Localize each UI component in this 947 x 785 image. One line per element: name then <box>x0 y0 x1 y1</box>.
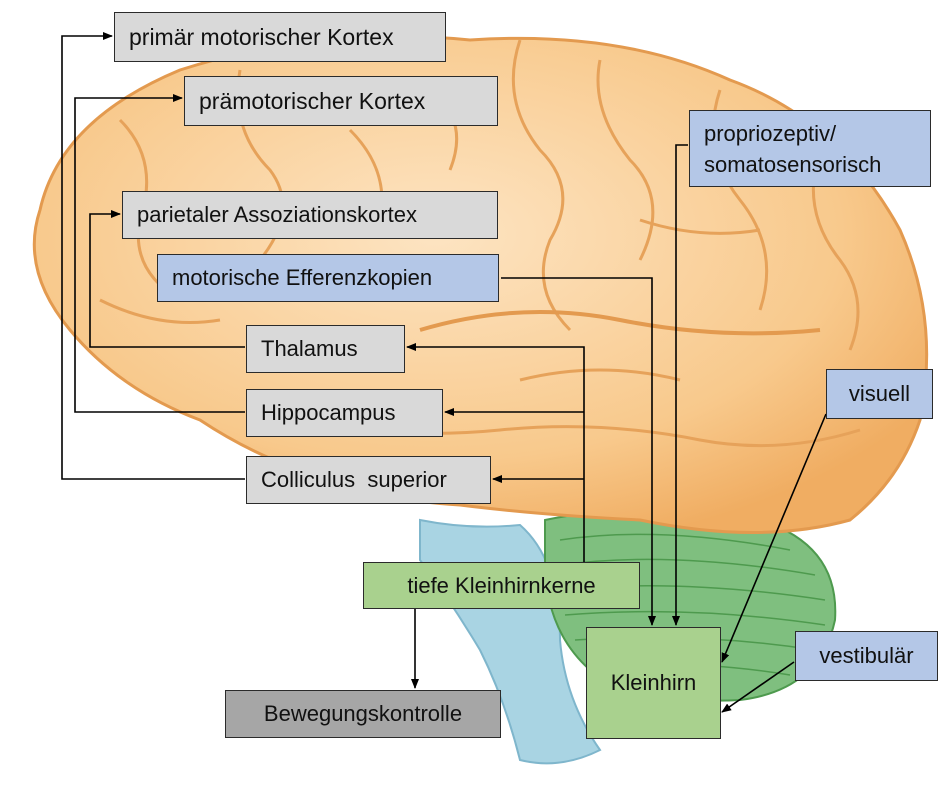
proprioceptive-label-line2: somatosensorisch <box>704 149 881 180</box>
visual-box: visuell <box>826 369 933 419</box>
vestibular-label: vestibulär <box>819 643 913 669</box>
premotor-cortex-label: prämotorischer Kortex <box>199 88 425 115</box>
hippocampus-box: Hippocampus <box>246 389 443 437</box>
colliculus-superior-box: Colliculus superior <box>246 456 491 504</box>
movement-control-label: Bewegungskontrolle <box>264 701 462 727</box>
efference-copies-box: motorische Efferenzkopien <box>157 254 499 302</box>
primary-motor-cortex-label: primär motorischer Kortex <box>129 24 394 51</box>
efference-copies-label: motorische Efferenzkopien <box>172 265 432 291</box>
thalamus-box: Thalamus <box>246 325 405 373</box>
vestibular-box: vestibulär <box>795 631 938 681</box>
cerebellum-label: Kleinhirn <box>611 670 697 696</box>
thalamus-label: Thalamus <box>261 336 358 362</box>
parietal-association-cortex-box: parietaler Assoziationskortex <box>122 191 498 239</box>
visual-label: visuell <box>849 381 910 407</box>
parietal-association-cortex-label: parietaler Assoziationskortex <box>137 202 417 228</box>
movement-control-box: Bewegungskontrolle <box>225 690 501 738</box>
premotor-cortex-box: prämotorischer Kortex <box>184 76 498 126</box>
hippocampus-label: Hippocampus <box>261 400 396 426</box>
deep-cerebellar-nuclei-label: tiefe Kleinhirnkerne <box>407 573 595 599</box>
proprioceptive-label-line1: propriozeptiv/ <box>704 118 836 149</box>
proprioceptive-box: propriozeptiv/ somatosensorisch <box>689 110 931 187</box>
colliculus-superior-label: Colliculus superior <box>261 467 447 493</box>
primary-motor-cortex-box: primär motorischer Kortex <box>114 12 446 62</box>
deep-cerebellar-nuclei-box: tiefe Kleinhirnkerne <box>363 562 640 609</box>
cerebellum-box: Kleinhirn <box>586 627 721 739</box>
